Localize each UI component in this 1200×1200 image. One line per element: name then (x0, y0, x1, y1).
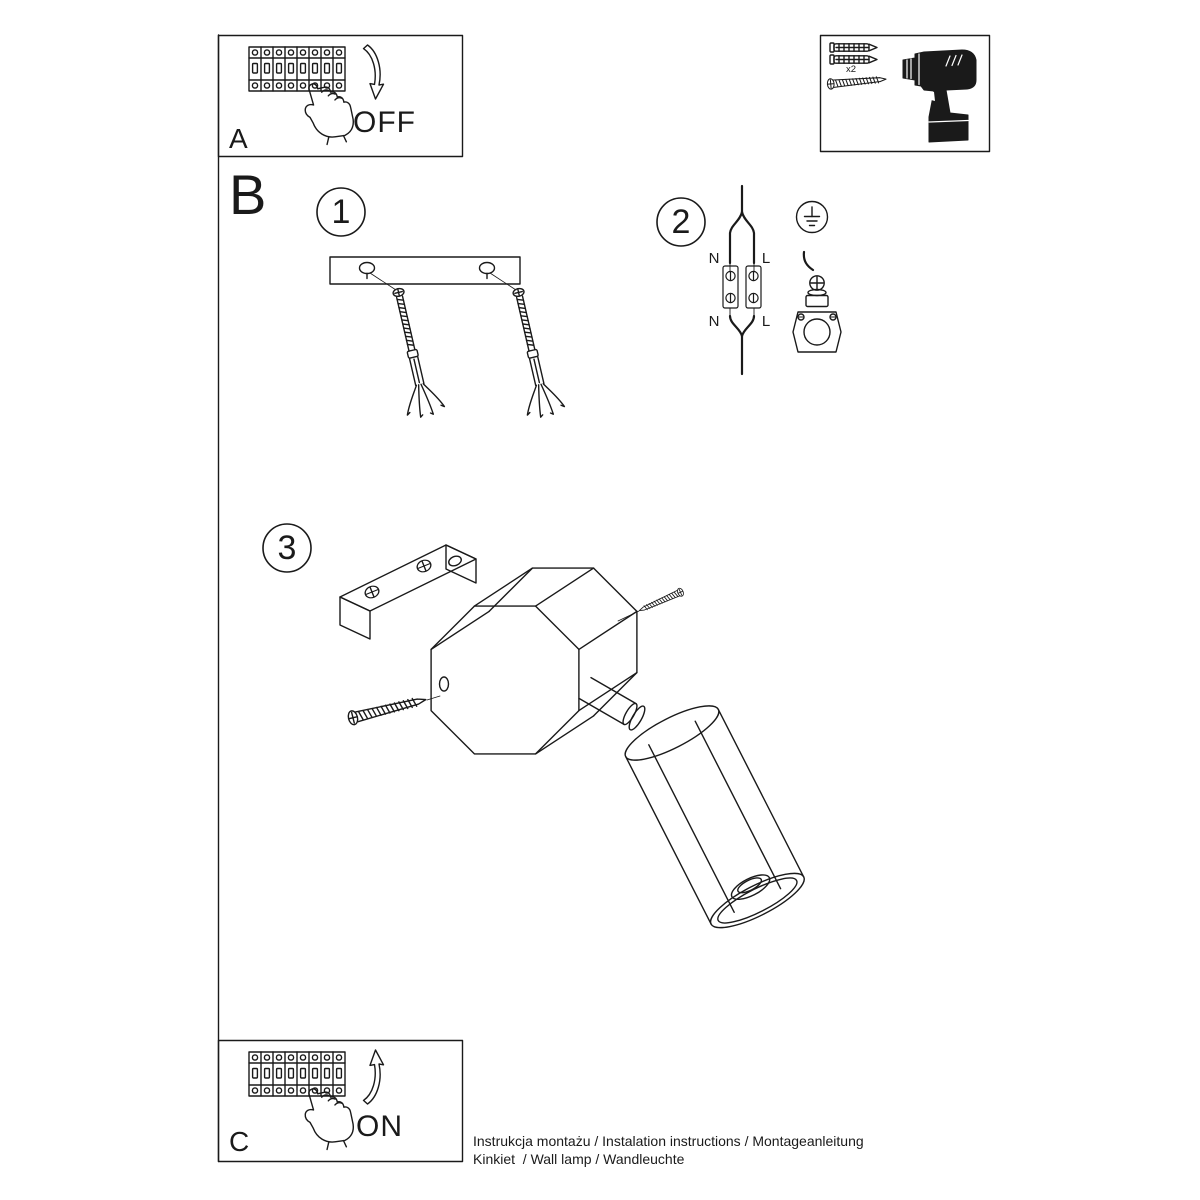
power-on-text: ON (356, 1110, 403, 1143)
step-3-badge-circle (262, 523, 312, 573)
wire-n-label-bottom: N (708, 313, 720, 330)
step-3-number: 3 (277, 529, 297, 567)
power-off-frame (217, 34, 464, 158)
pointing-hand-icon (300, 1083, 357, 1153)
earth-terminal-illustration (802, 250, 829, 308)
wall-plug-icon (829, 42, 878, 53)
wire-n-label-top: N (708, 250, 720, 267)
phillips-screw-icon (362, 583, 382, 601)
mounting-screw-icon (637, 586, 686, 615)
anchor-quantity-label: x2 (846, 64, 857, 75)
section-c-label: C (229, 1126, 250, 1157)
mounting-bracket-illustration (339, 544, 477, 640)
section-b-label: B (229, 163, 267, 226)
step-1-badge-circle (316, 187, 366, 237)
flip-up-arrow-icon (362, 1049, 385, 1105)
parts-box-frame (819, 34, 991, 153)
step-2-badge-circle (656, 197, 706, 247)
drill-icon (902, 49, 977, 143)
mounting-plate-illustration (329, 256, 521, 285)
step-1-illustration (316, 187, 567, 421)
step-2-number: 2 (671, 203, 691, 241)
required-parts-illustration (826, 42, 977, 143)
wire-l-label-top: L (761, 250, 771, 267)
wall-anchor-illustration (498, 283, 567, 421)
flip-down-arrow-icon (362, 44, 385, 100)
cable-clamp-illustration (792, 311, 842, 353)
lamp-body-illustration (430, 567, 638, 755)
wall-plug-icon (829, 54, 878, 65)
step-3-illustration (262, 523, 805, 929)
wiring-diagram (722, 184, 762, 376)
lamp-arm-illustration (578, 676, 646, 731)
mounting-screw-icon (346, 692, 429, 727)
phillips-screw-icon (414, 557, 434, 575)
breaker-panel-illustration (248, 1051, 346, 1097)
lamp-shade-illustration (624, 705, 805, 929)
step-1-number: 1 (331, 193, 351, 231)
footer-title-line: Instrukcja montażu / Instalation instruc… (473, 1133, 864, 1149)
power-on-frame (217, 1039, 464, 1163)
wall-anchor-illustration (378, 283, 447, 421)
section-a-label: A (229, 123, 248, 154)
pointing-hand-icon (300, 78, 357, 148)
power-off-text: OFF (353, 106, 416, 139)
screw-icon (826, 73, 887, 90)
wire-l-label-bottom: L (761, 313, 771, 330)
breaker-panel-illustration (248, 46, 346, 92)
step-2-illustration (656, 184, 842, 376)
earth-symbol-icon (795, 200, 829, 234)
footer-product-line: Kinkiet / Wall lamp / Wandleuchte (473, 1151, 685, 1167)
